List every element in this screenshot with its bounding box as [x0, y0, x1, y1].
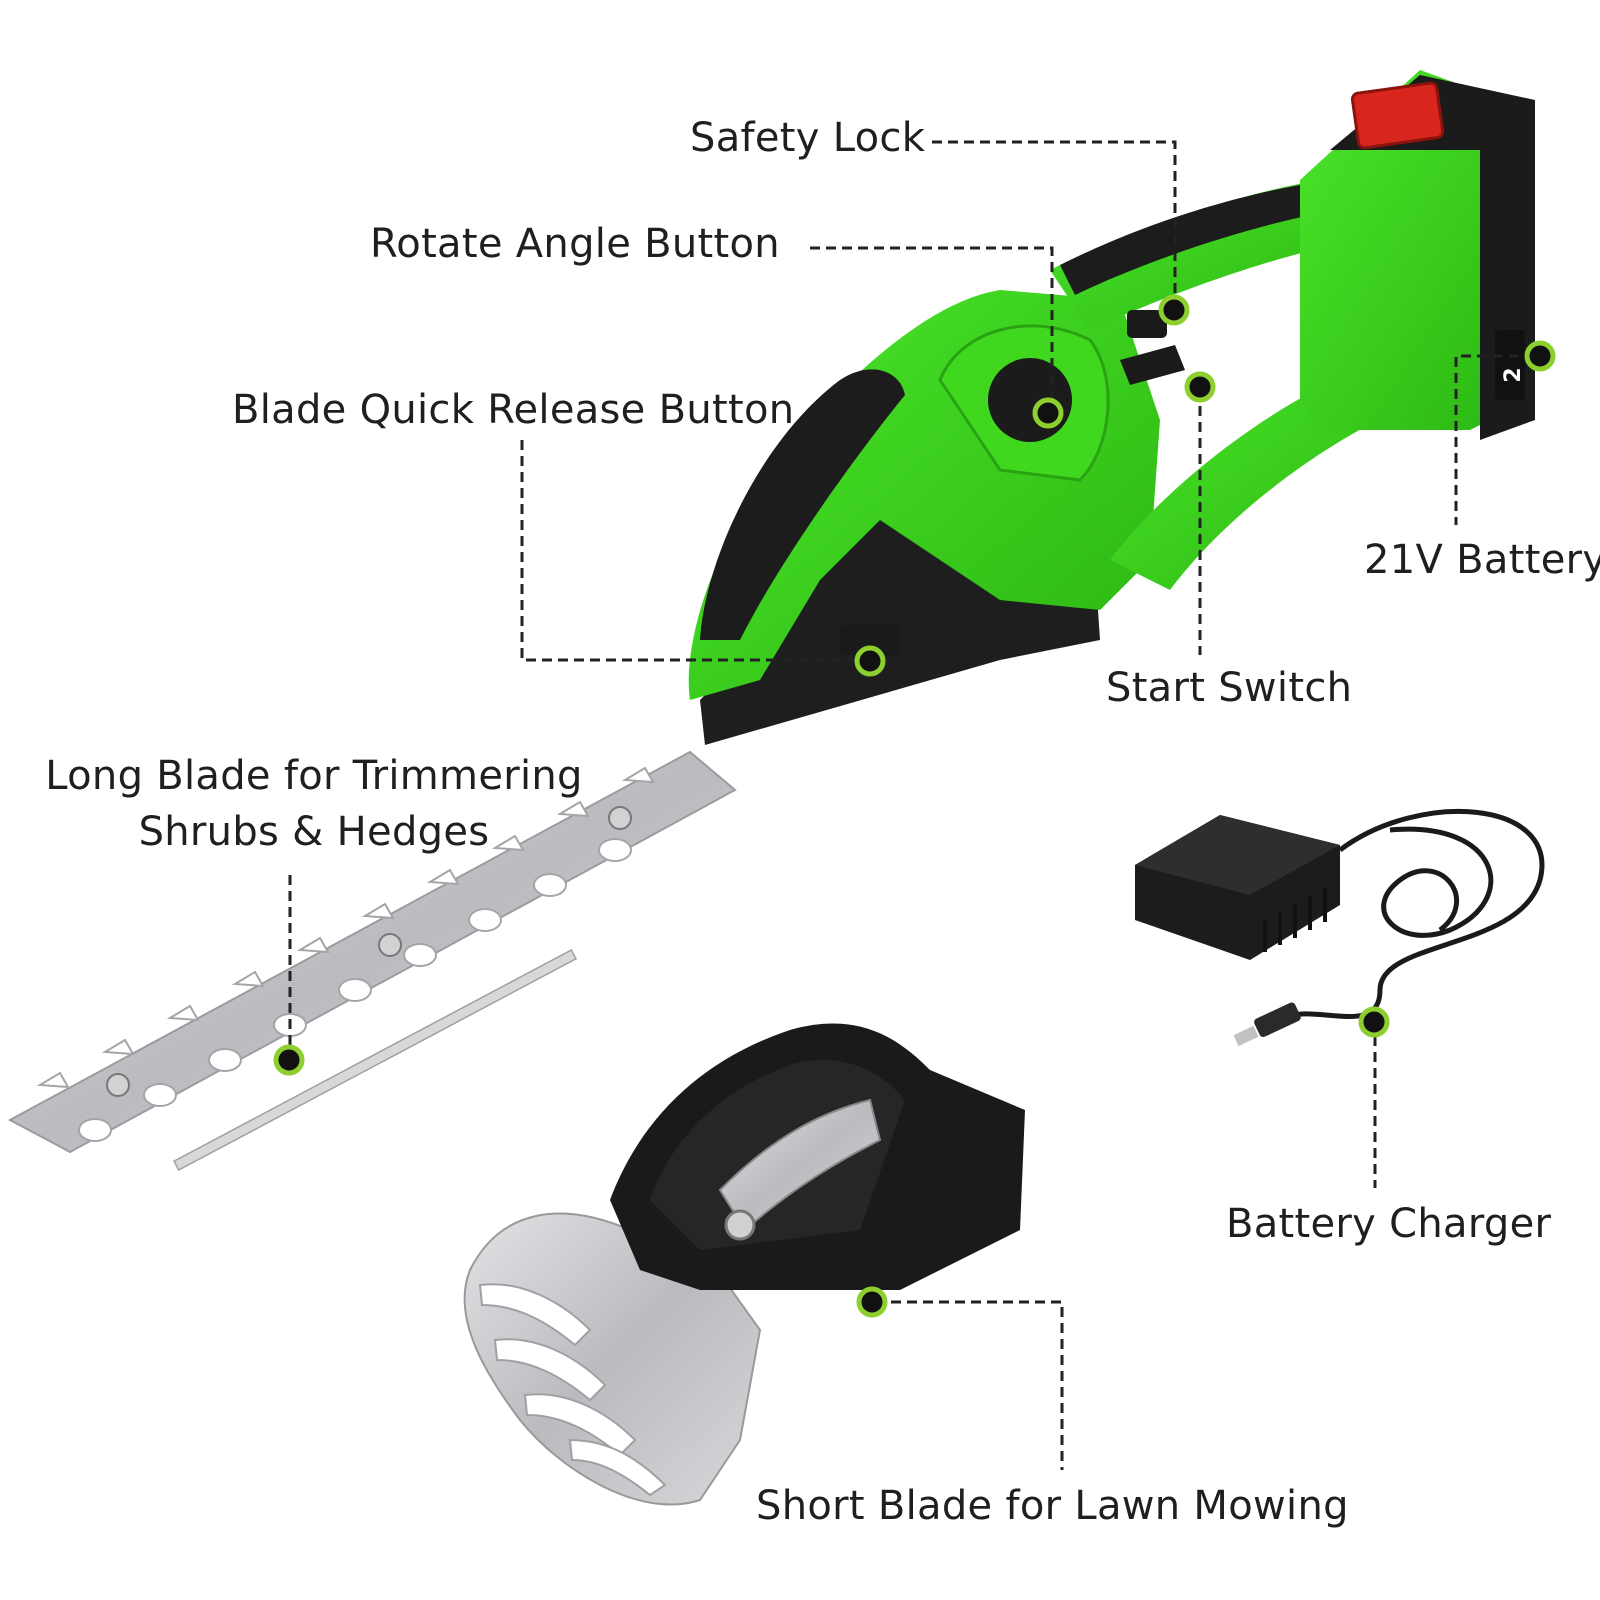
leader-lines: [288, 140, 1535, 1470]
label-start-switch: Start Switch: [1106, 665, 1353, 711]
label-blade-quick-release-button: Blade Quick Release Button: [232, 387, 795, 433]
marker-long-blade: [273, 1044, 305, 1076]
marker-safety-lock: [1158, 294, 1190, 326]
label-battery-charger: Battery Charger: [1226, 1201, 1552, 1247]
short-blade-illustration: [463, 1023, 1025, 1506]
label-long-blade-line2: Shrubs & Hedges: [138, 809, 490, 855]
battery-badge: 2: [1501, 367, 1526, 382]
leader-short-blade: [875, 1300, 1064, 1470]
leader-safety-lock: [932, 140, 1177, 305]
leader-rotate-angle: [810, 246, 1054, 405]
markers: [273, 294, 1556, 1318]
marker-21v-battery: [1524, 340, 1556, 372]
long-blade: [7, 750, 737, 1172]
leader-blade-release: [520, 440, 860, 662]
label-short-blade: Short Blade for Lawn Mowing: [756, 1483, 1349, 1529]
marker-blade-release: [854, 645, 886, 677]
label-rotate-angle-button: Rotate Angle Button: [370, 221, 780, 267]
trimmer-body: 2: [688, 70, 1535, 745]
marker-start-switch: [1184, 371, 1216, 403]
label-long-blade-line1: Long Blade for Trimmering: [45, 753, 583, 799]
marker-battery-charger: [1358, 1006, 1390, 1038]
label-long-blade: Long Blade for Trimmering Shrubs & Hedge…: [36, 752, 592, 856]
label-21v-battery: 21V Battery: [1364, 537, 1600, 583]
marker-rotate-angle: [1032, 397, 1064, 429]
battery-charger-illustration: [1135, 808, 1545, 1047]
marker-short-blade: [856, 1286, 888, 1318]
label-safety-lock: Safety Lock: [690, 115, 926, 161]
